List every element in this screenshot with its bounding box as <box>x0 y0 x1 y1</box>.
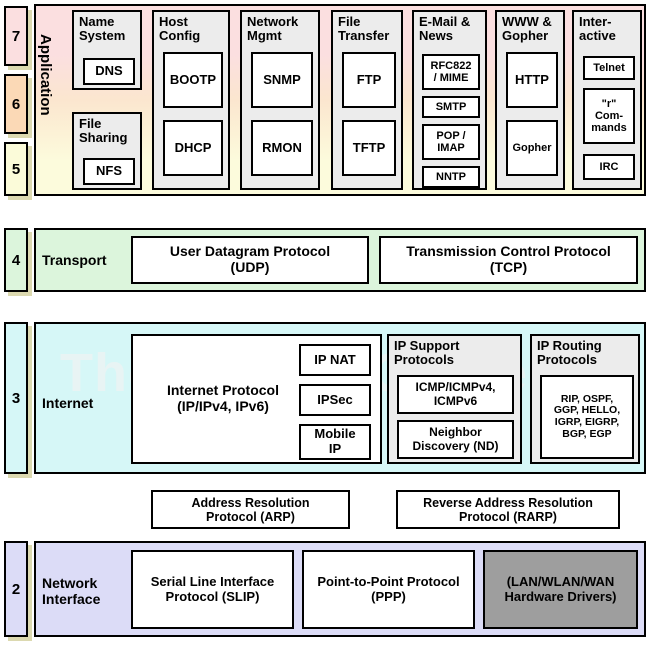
group-ip-support-protocols: IP Support Protocols ICMP/ICMPv4, ICMPv6… <box>387 334 522 464</box>
transport-layer-label: Transport <box>42 252 107 268</box>
protocol-rfc822-mime[interactable]: RFC822 / MIME <box>422 54 480 90</box>
protocol-gopher[interactable]: Gopher <box>506 120 558 176</box>
group-network-mgmt: Network Mgmt SNMP RMON <box>240 10 320 190</box>
protocol-dns[interactable]: DNS <box>83 58 135 85</box>
protocol-snmp[interactable]: SNMP <box>251 52 313 108</box>
protocol-mobile-ip[interactable]: Mobile IP <box>299 424 371 460</box>
layer-number-5: 5 <box>4 142 28 196</box>
protocol-dhcp[interactable]: DHCP <box>163 120 223 176</box>
layer-number-2-label: 2 <box>11 580 21 598</box>
layer-number-6: 6 <box>4 74 28 134</box>
protocol-rmon[interactable]: RMON <box>251 120 313 176</box>
protocol-bootp[interactable]: BOOTP <box>163 52 223 108</box>
protocol-routing-list[interactable]: RIP, OSPF, GGP, HELLO, IGRP, EIGRP, BGP,… <box>540 375 634 459</box>
group-file-sharing-title: File Sharing <box>79 116 128 146</box>
protocol-arp[interactable]: Address Resolution Protocol (ARP) <box>151 490 350 529</box>
protocol-http[interactable]: HTTP <box>506 52 558 108</box>
layer-number-4-label: 4 <box>11 251 21 269</box>
layer-number-7-label: 7 <box>11 27 21 45</box>
protocol-internet-protocol-container: Internet Protocol (IP/IPv4, IPv6) IP NAT… <box>131 334 382 464</box>
group-interactive-title: Inter- active <box>579 14 616 44</box>
protocol-tftp[interactable]: TFTP <box>342 120 396 176</box>
network-interface-layer-label: Network Interface <box>42 575 101 608</box>
protocol-ftp[interactable]: FTP <box>342 52 396 108</box>
group-www-gopher-title: WWW & Gopher <box>502 14 552 44</box>
group-host-config: Host Config BOOTP DHCP <box>152 10 230 190</box>
group-name-system: Name System DNS <box>72 10 142 90</box>
internet-layer-label: Internet <box>42 395 94 411</box>
layer-number-6-label: 6 <box>11 95 21 113</box>
application-layer-label: Application <box>37 34 54 116</box>
protocol-tcp[interactable]: Transmission Control Protocol (TCP) <box>379 236 638 284</box>
group-ip-routing-protocols-title: IP Routing Protocols <box>537 338 602 368</box>
group-ip-support-protocols-title: IP Support Protocols <box>394 338 460 368</box>
layer-number-4: 4 <box>4 228 28 292</box>
group-name-system-title: Name System <box>79 14 126 44</box>
layer-number-7: 7 <box>4 6 28 66</box>
group-email-news-title: E-Mail & News <box>419 14 471 44</box>
protocol-neighbor-discovery[interactable]: Neighbor Discovery (ND) <box>397 420 514 459</box>
layer-number-3: 3 <box>4 322 28 474</box>
protocol-smtp[interactable]: SMTP <box>422 96 480 118</box>
layer-number-2: 2 <box>4 541 28 637</box>
group-host-config-title: Host Config <box>159 14 201 44</box>
protocol-nfs[interactable]: NFS <box>83 158 135 185</box>
protocol-slip[interactable]: Serial Line Interface Protocol (SLIP) <box>131 550 294 629</box>
protocol-pop-imap[interactable]: POP / IMAP <box>422 124 480 160</box>
group-interactive: Inter- active Telnet "r" Com- mands IRC <box>572 10 642 190</box>
protocol-telnet[interactable]: Telnet <box>583 56 635 80</box>
layer-number-5-label: 5 <box>11 160 21 178</box>
protocol-ppp[interactable]: Point-to-Point Protocol (PPP) <box>302 550 475 629</box>
protocol-internet-protocol-label: Internet Protocol (IP/IPv4, IPv6) <box>166 382 279 415</box>
group-file-transfer: File Transfer FTP TFTP <box>331 10 403 190</box>
protocol-rarp[interactable]: Reverse Address Resolution Protocol (RAR… <box>396 490 620 529</box>
layer-number-3-label: 3 <box>11 389 21 407</box>
protocol-nntp[interactable]: NNTP <box>422 166 480 188</box>
group-email-news: E-Mail & News RFC822 / MIME SMTP POP / I… <box>412 10 487 190</box>
protocol-r-commands[interactable]: "r" Com- mands <box>583 88 635 144</box>
group-www-gopher: WWW & Gopher HTTP Gopher <box>495 10 565 190</box>
group-network-mgmt-title: Network Mgmt <box>247 14 299 44</box>
protocol-hardware-drivers[interactable]: (LAN/WLAN/WAN Hardware Drivers) <box>483 550 638 629</box>
group-file-transfer-title: File Transfer <box>338 14 390 44</box>
protocol-irc[interactable]: IRC <box>583 154 635 180</box>
group-ip-routing-protocols: IP Routing Protocols RIP, OSPF, GGP, HEL… <box>530 334 640 464</box>
protocol-icmp[interactable]: ICMP/ICMPv4, ICMPv6 <box>397 375 514 414</box>
protocol-ip-nat[interactable]: IP NAT <box>299 344 371 376</box>
protocol-udp[interactable]: User Datagram Protocol (UDP) <box>131 236 369 284</box>
group-file-sharing: File Sharing NFS <box>72 112 142 190</box>
protocol-ipsec[interactable]: IPSec <box>299 384 371 416</box>
